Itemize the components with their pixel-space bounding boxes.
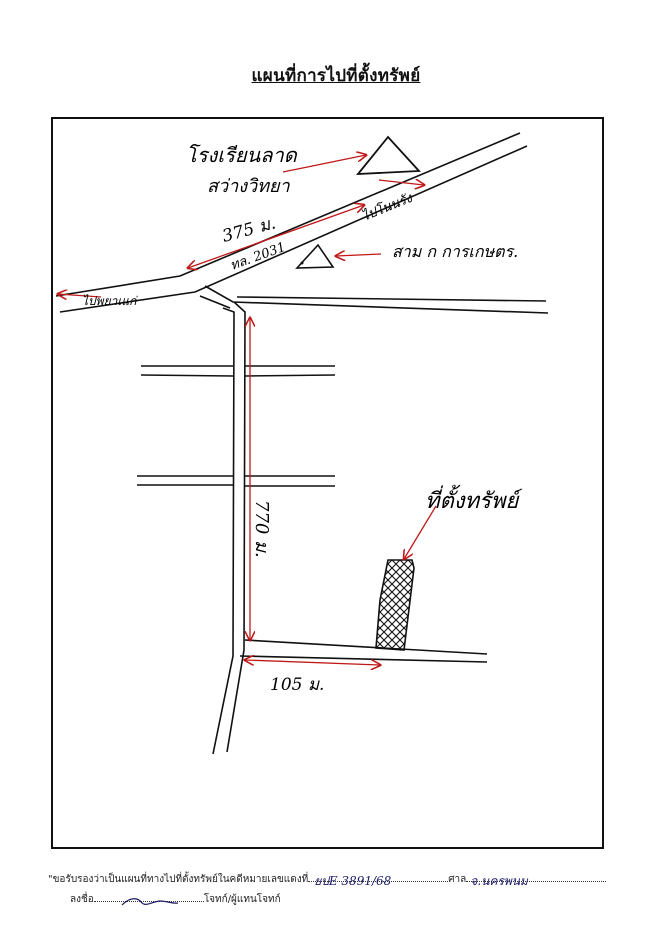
to-nongruea-arrow: [378, 180, 424, 185]
property-label: ที่ตั้งทรัพย์: [425, 484, 523, 514]
property-parcel-icon: [375, 559, 415, 651]
signature-line: ลงชื่อ โจทก์/ผู้แทนโจทก์: [70, 892, 281, 907]
to-nongruea-label: ไปโนนรัง: [360, 189, 417, 224]
school-label-line2: สว่างวิทยา: [207, 176, 291, 197]
distance-375-label: 375 ม.: [220, 213, 278, 246]
school-landmark-icon: [356, 135, 421, 175]
certification-line: "ขอรับรองว่าเป็นแผนที่ทางไปที่ตั้งทรัพย์…: [48, 872, 607, 888]
to-west-arrow: [58, 294, 102, 297]
school-label-line1: โรงเรียนลาด: [186, 143, 298, 167]
distance-105-arrow: [245, 660, 380, 665]
map-frame: [51, 117, 604, 849]
distance-375-arrow: [188, 205, 364, 268]
court-name-value: จ.นครพนม: [470, 874, 528, 888]
case-number-value: ยปE 3891/68: [314, 874, 392, 888]
court-name-field: จ.นครพนม: [466, 874, 607, 888]
junction-label: สาม ก การเกษตร.: [392, 242, 518, 261]
sign-label: ลงชื่อ: [70, 894, 94, 905]
page-title: แผนที่การไปที่ตั้งทรัพย์: [251, 66, 421, 86]
signature-scribble-icon: [121, 898, 178, 906]
distance-770-label: 770 ม.: [251, 500, 272, 558]
signature-field: [93, 898, 204, 906]
junction-landmark-icon: [295, 243, 335, 269]
distance-105-label: 105 ม.: [270, 675, 324, 695]
property-access-road: [239, 639, 488, 663]
to-west-label: ไปพยาเแก่: [82, 294, 138, 308]
property-pointer-arrow: [404, 505, 437, 559]
side-road-east: [199, 285, 549, 314]
case-number-field: ยปE 3891/68: [308, 874, 449, 888]
highway-2031-label: ทล. 2031: [228, 240, 288, 274]
court-label: ศาล: [448, 874, 467, 885]
school-pointer-arrow: [282, 155, 366, 173]
signer-role: โจทก์/ผู้แทนโจทก์: [203, 894, 281, 905]
highway-road: [55, 132, 528, 313]
certification-text: "ขอรับรองว่าเป็นแผนที่ทางไปที่ตั้งทรัพย์…: [48, 874, 309, 885]
junction-pointer-arrow: [336, 254, 382, 256]
cross-streets: [137, 365, 336, 487]
junction-dot: [300, 261, 304, 265]
main-road-south: [212, 301, 246, 755]
